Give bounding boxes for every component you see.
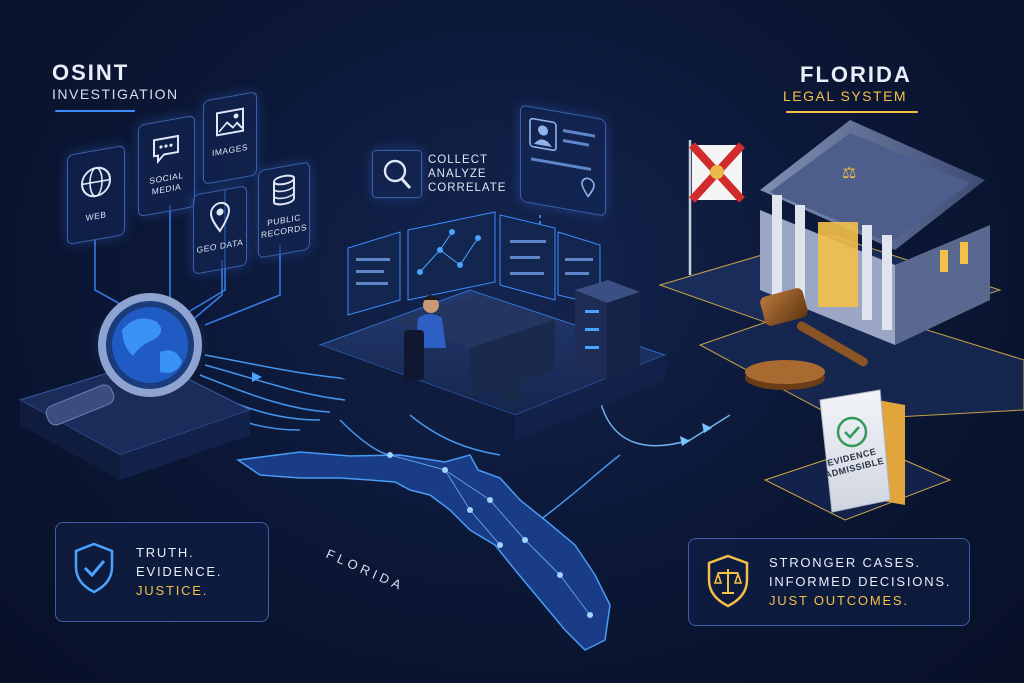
- source-card-images: IMAGES: [203, 91, 257, 185]
- workstation-platform: [318, 211, 667, 440]
- step-analyze: ANALYZE: [428, 168, 487, 180]
- source-label-geo-data: GEO DATA: [196, 236, 244, 256]
- osint-subtitle: INVESTIGATION: [52, 86, 179, 102]
- florida-subtitle: LEGAL SYSTEM: [783, 88, 908, 104]
- process-steps: COLLECT ANALYZE CORRELATE: [428, 153, 506, 195]
- right-callout-line-3: JUST OUTCOMES.: [769, 593, 909, 608]
- source-card-social-media: SOCIAL MEDIA: [138, 114, 195, 218]
- florida-title: FLORIDA: [800, 62, 912, 87]
- right-callout-line-2: INFORMED DECISIONS.: [769, 574, 952, 589]
- source-label-social-media: SOCIAL MEDIA: [149, 169, 184, 197]
- source-card-web: WEB: [67, 144, 125, 246]
- courthouse-platform: ⚖: [658, 120, 1024, 421]
- florida-underline: [786, 111, 918, 113]
- scales-shield-icon: [707, 554, 749, 608]
- left-callout-line-2: EVIDENCE.: [136, 564, 223, 579]
- process-icon-box: [372, 150, 422, 198]
- source-label-images: IMAGES: [211, 141, 249, 159]
- right-callout-line-1: STRONGER CASES.: [769, 555, 921, 570]
- location-pin-icon: [581, 177, 595, 198]
- chat-bubble-icon: [153, 134, 179, 165]
- source-card-geo-data: GEO DATA: [193, 185, 247, 275]
- stream-arrow-1: [252, 372, 262, 382]
- right-callout: STRONGER CASES. INFORMED DECISIONS. JUST…: [688, 538, 970, 626]
- evidence-platform: [763, 389, 952, 521]
- magnifier-platform: [18, 293, 252, 480]
- florida-map: [235, 451, 611, 651]
- source-card-public-records: PUBLIC RECORDS: [258, 161, 310, 259]
- stream-arrow-2: [680, 436, 690, 446]
- magnifier-icon: [383, 159, 412, 189]
- source-label-public-records: PUBLIC RECORDS: [260, 212, 307, 241]
- left-callout: TRUTH. EVIDENCE. JUSTICE.: [55, 522, 269, 622]
- image-icon: [216, 107, 244, 137]
- profile-line: [531, 157, 591, 171]
- user-profile-icon: [529, 117, 557, 152]
- osint-underline: [55, 110, 135, 112]
- globe-icon: [81, 166, 111, 198]
- profile-line: [563, 129, 595, 138]
- scales-emblem-icon: ⚖: [842, 163, 856, 182]
- shield-check-icon: [74, 542, 114, 594]
- location-pin-icon: [209, 201, 231, 233]
- profile-card: [520, 104, 606, 217]
- step-correlate: CORRELATE: [428, 182, 507, 194]
- step-collect: COLLECT: [428, 154, 489, 166]
- database-icon: [273, 174, 295, 206]
- profile-line: [563, 139, 589, 147]
- left-callout-line-1: TRUTH.: [136, 545, 195, 560]
- left-callout-line-3: JUSTICE.: [136, 583, 209, 598]
- osint-title: OSINT: [52, 60, 130, 85]
- source-label-web: WEB: [85, 209, 107, 223]
- stream-arrow-3: [702, 423, 712, 433]
